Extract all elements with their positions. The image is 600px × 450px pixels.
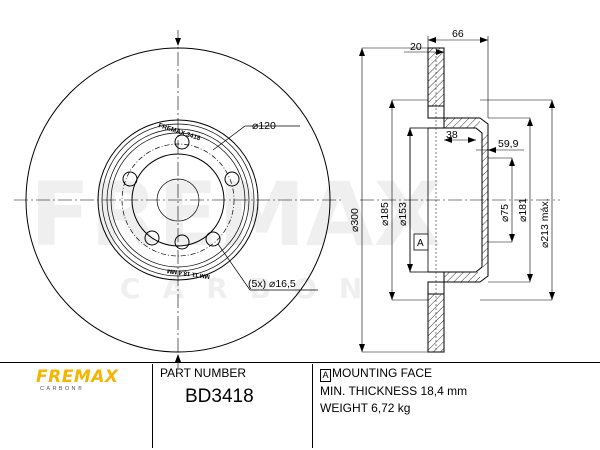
disc-diameter-dim: ⌀300	[349, 208, 361, 232]
brand-subline: CARBON®	[40, 386, 85, 392]
watermark-text: FREMAX	[30, 163, 442, 266]
bolt-holes	[122, 134, 240, 250]
min-thickness-text: MIN. THICKNESS 18,4 mm	[320, 383, 468, 398]
total-height-dim: 66	[452, 28, 464, 40]
diameter-185-dim: ⌀185	[379, 202, 391, 226]
bolt-hole	[224, 171, 240, 187]
mounting-face-marker-label: A	[417, 238, 424, 249]
bolt-hole-callout: (5x) ⌀16,5	[248, 278, 296, 290]
pilot-hole	[174, 234, 190, 250]
disc-engraving-lower: MM 11 18.4 MM	[167, 267, 210, 279]
brand-logo: FREMAX CARBON®	[36, 368, 126, 392]
weight-text: WEIGHT 6,72 kg	[320, 401, 411, 415]
bolt-hole	[122, 171, 138, 187]
pcd-callout: ⌀120	[252, 120, 276, 132]
diameter-213-dim: ⌀213 máx.	[539, 198, 551, 248]
disc-front-view	[14, 30, 342, 368]
diameter-75-dim: ⌀75	[499, 204, 511, 222]
mounting-face-box: A	[320, 369, 331, 382]
part-number-value: BD3418	[185, 386, 254, 407]
bolt-hole	[205, 231, 221, 247]
mounting-face-marker	[413, 233, 429, 251]
offset-dim: 59,9	[498, 138, 519, 150]
brand-name: FREMAX	[36, 367, 119, 387]
pcd-leader	[212, 125, 300, 151]
bolt-hole-leader	[217, 243, 318, 291]
diameter-181-dim: ⌀181	[517, 198, 529, 222]
bolt-hole	[174, 134, 190, 150]
diameter-153-dim: ⌀153	[397, 202, 409, 226]
bolt-hole	[144, 230, 160, 246]
part-number-label: PART NUMBER	[160, 366, 247, 380]
disc-engraving: FREMAX 3418	[157, 122, 201, 142]
thickness-dim: 20	[410, 41, 422, 53]
hat-depth-dim: 38	[446, 129, 458, 141]
disc-section-view: A	[360, 47, 560, 353]
mounting-face-text: MOUNTING FACE	[332, 366, 433, 380]
friction-ring-bottom	[427, 293, 445, 353]
